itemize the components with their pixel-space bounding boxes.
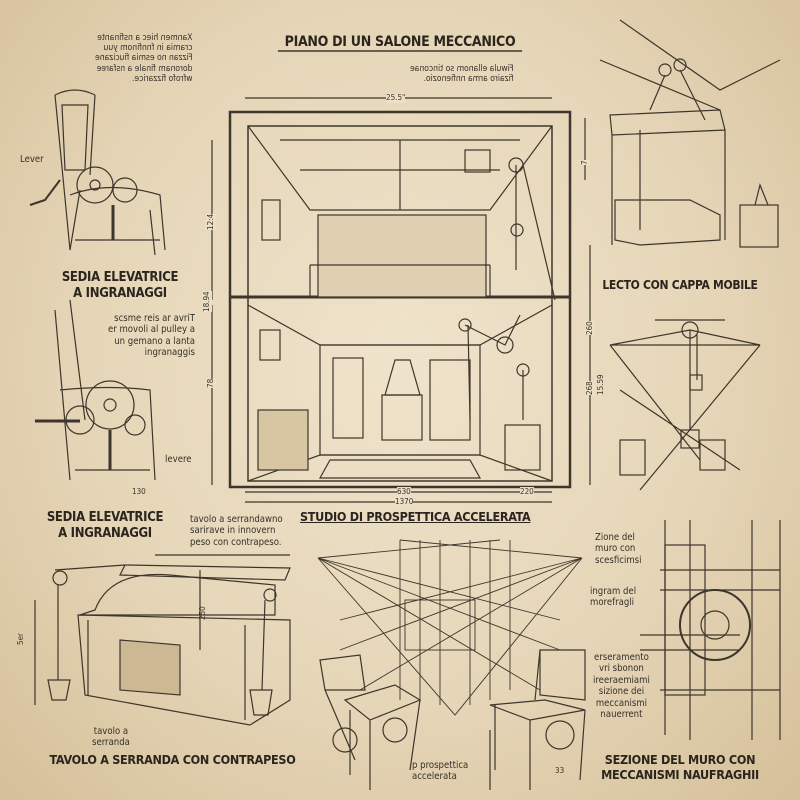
mirrored-note-top-center: Fiwula ellanom so tinconae fizairo arma … xyxy=(410,64,514,85)
desk-label: tavolo a serranda xyxy=(92,726,130,749)
mirrored-note-top-left: Xanmen hiec a nsfinante cramia in fnnfin… xyxy=(95,33,193,84)
bed-caption: LECTO CON CAPPA MOBILE xyxy=(602,278,758,292)
canopy-bed-drawing xyxy=(599,19,781,248)
room-total-dim: 1370 xyxy=(395,497,414,507)
room-bottom-dim: 130 xyxy=(132,487,146,496)
room-bottom-dim: 630 xyxy=(397,487,411,497)
wall-note: ingram del morefragli xyxy=(590,586,637,609)
wall-caption: SEZIONE DEL MURO CON MECCANISMI NAUFRAGH… xyxy=(601,752,759,782)
desk-right-dim: 250 xyxy=(198,606,207,620)
room-bottom-dim: 220 xyxy=(520,487,534,497)
wall-note: erseramento vri sbonon ireeraemiami sizi… xyxy=(593,652,650,720)
room-width-dim: 25.5" xyxy=(386,93,406,103)
desk-caption: TAVOLO A SERRANDA CON CONTRAPESO xyxy=(49,752,296,767)
chair-bottom-caption: SEDIA ELEVATRICE A INGRANAGGI xyxy=(46,510,164,541)
chair-bottom-note: scsme reis ar avriT er movoli al pulley … xyxy=(108,313,195,359)
wall-note: Zione del muro con scesficimsi xyxy=(595,532,642,566)
room-right-dim: 268 xyxy=(585,381,595,395)
perspective-chairs-drawing xyxy=(319,649,586,790)
page-title: PIANO DI UN SALONE MECCANICO xyxy=(284,34,516,50)
room-right-dim: 260 xyxy=(585,321,595,335)
room-left-dim: 18.94 xyxy=(202,291,212,312)
perspective-dim: 33 xyxy=(555,766,565,775)
room-left-dim: 78 xyxy=(206,378,216,388)
room-right-dim: 7 xyxy=(580,160,590,165)
levere-label: levere xyxy=(165,454,192,465)
chair-top-caption: SEDIA ELEVATRICE A INGRANAGGI xyxy=(61,270,179,301)
roll-top-desk-drawing xyxy=(34,554,291,726)
desk-left-dim: 5er xyxy=(16,633,25,645)
lever-label: Lever xyxy=(20,154,44,165)
pulley-mechanism-diagram xyxy=(609,319,761,491)
perspective-study-drawing xyxy=(317,539,583,716)
elevating-chair-drawing xyxy=(29,89,166,256)
elevating-chair-drawing-2 xyxy=(35,299,156,481)
room-right-dim: 15.59 xyxy=(596,374,605,395)
desk-top-note: tavolo a serrandawno sarirave in innover… xyxy=(190,514,283,548)
room-section-drawing xyxy=(211,97,591,503)
wall-section-drawing xyxy=(640,520,781,740)
perspective-caption: STUDIO DI PROSPETTICA ACCELERATA xyxy=(300,509,531,524)
room-left-dim: 12:4 xyxy=(206,213,216,230)
perspective-note: p prospettica accelerata xyxy=(412,760,469,783)
